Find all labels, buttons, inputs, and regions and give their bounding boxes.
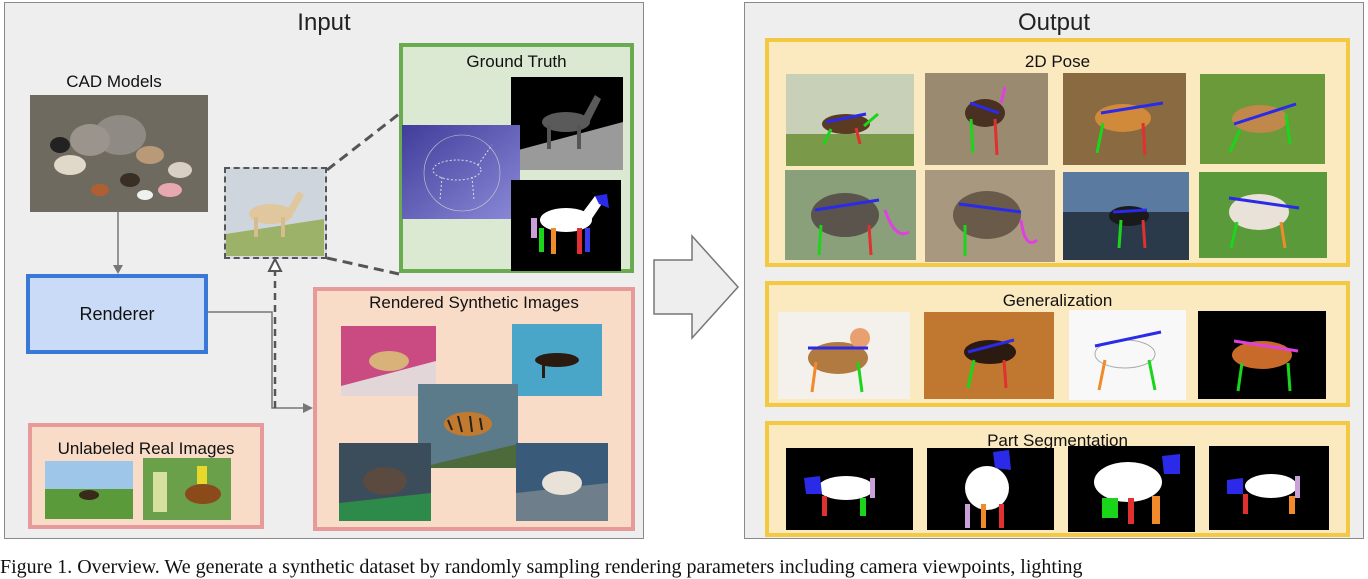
segmentation-gt-image — [511, 180, 621, 271]
real-horse-field-image — [45, 461, 133, 519]
pose-image-elephant-1 — [785, 170, 916, 260]
output-title: Output — [1017, 9, 1091, 36]
generalization-label: Generalization — [1002, 291, 1113, 310]
segmentation-image-tiger — [1068, 446, 1195, 532]
pose-image-horse-jump — [786, 74, 914, 166]
pose-image-sheep — [1199, 172, 1327, 258]
generalization-image-tiger-dark — [1198, 311, 1326, 399]
pose-image-tiger-grass — [1200, 74, 1325, 164]
segmentation-image-dog — [786, 448, 913, 530]
renderer-label: Renderer — [79, 304, 155, 324]
segmentation-image-small-animal — [1209, 446, 1329, 530]
cad-models-image — [30, 95, 208, 212]
depth-map-image — [511, 77, 623, 170]
input-title: Input — [297, 9, 351, 36]
mesh-image — [402, 125, 520, 219]
cad-models-label: CAD Models — [66, 72, 162, 91]
pose-image-dog-lake — [1063, 172, 1189, 260]
synthetic-tiger-image — [418, 384, 518, 468]
synthetic-horse-image — [341, 326, 436, 396]
synthetic-elephant-image — [339, 443, 431, 521]
synthetic-sheep-image — [516, 443, 608, 521]
generalization-image-painting — [924, 312, 1054, 399]
pose-image-elephant-2 — [925, 170, 1055, 262]
renderer-box: Renderer — [26, 274, 208, 354]
generalization-image-cartoon — [778, 312, 910, 399]
generalization-image-sketch — [1069, 310, 1186, 400]
pose-label: 2D Pose — [1024, 52, 1091, 71]
pose-image-tiger — [1063, 73, 1186, 165]
selected-render-image — [226, 169, 324, 256]
unlabeled-images-label: Unlabeled Real Images — [57, 439, 235, 458]
real-people-horse-image — [143, 458, 231, 520]
ground-truth-label: Ground Truth — [466, 52, 567, 71]
selected-render-box — [224, 167, 327, 259]
synthetic-images-label: Rendered Synthetic Images — [369, 293, 579, 312]
pose-image-horse — [925, 73, 1048, 165]
segmentation-label: Part Segmentation — [987, 431, 1128, 450]
segmentation-image-horse — [927, 448, 1054, 530]
input-to-output-arrow — [653, 234, 740, 340]
synthetic-dog-image — [512, 324, 602, 396]
figure-caption: Figure 1. Overview. We generate a synthe… — [0, 556, 1083, 578]
